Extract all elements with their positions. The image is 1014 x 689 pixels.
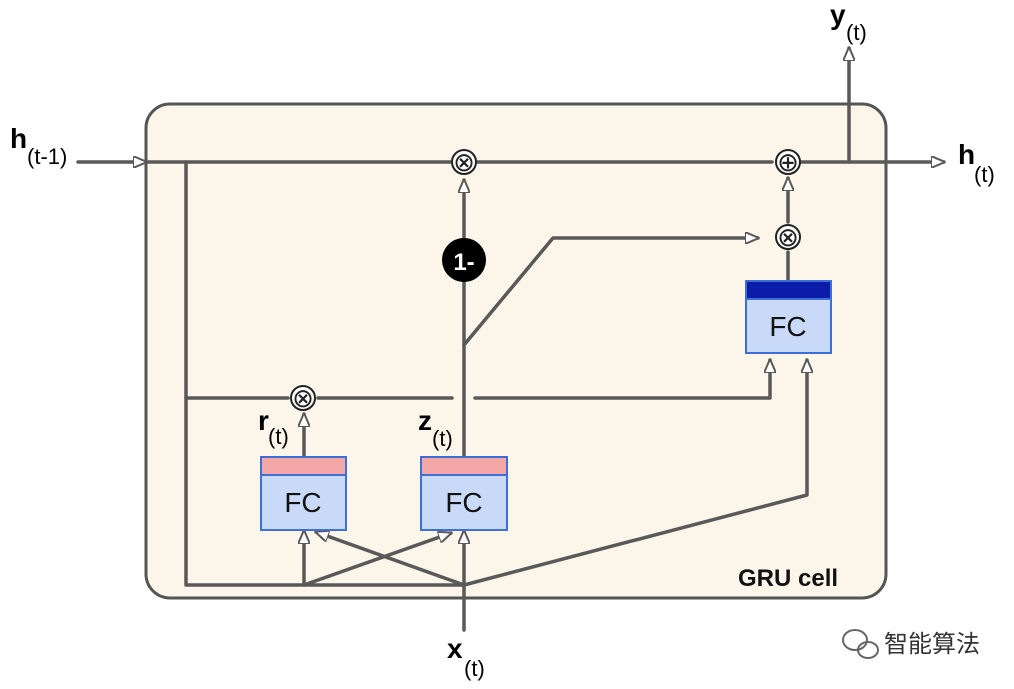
h-out-base: h <box>958 139 975 170</box>
x-in-label: x (t) <box>447 633 485 681</box>
one-minus-label: 1- <box>453 249 474 276</box>
x-to-candidate-fc <box>462 358 807 587</box>
y-out-sub: (t) <box>846 20 867 45</box>
add-icon: ⊕ <box>777 148 799 178</box>
z-gate-base: z <box>418 405 432 436</box>
z-gate-sub: (t) <box>432 426 453 451</box>
h-prev-base: h <box>10 123 27 154</box>
one-minus-node: 1- <box>442 238 486 282</box>
h-out-label: h (t) <box>958 139 995 187</box>
y-out-label: y (t) <box>830 0 867 45</box>
multiply-icon: ⊗ <box>292 384 314 414</box>
z-to-candidate-mult <box>462 238 760 347</box>
multiply-icon: ⊗ <box>777 223 799 253</box>
x-in-base: x <box>447 633 463 664</box>
h-prev-label: h (t-1) <box>10 123 67 169</box>
reset-gate-fc: FC <box>260 456 347 531</box>
h-prev-branch <box>184 160 306 587</box>
watermark-text: 智能算法 <box>884 630 980 658</box>
h-out-sub: (t) <box>974 162 995 187</box>
r-gate-base: r <box>258 405 269 436</box>
r-gate-label: r (t) <box>258 405 289 449</box>
watermark: 智能算法 <box>842 629 980 659</box>
multiply-reset-op: ⊗ <box>290 384 316 414</box>
candidate-fc: FC <box>745 280 832 354</box>
x-cross-to-reset-fc <box>316 532 466 587</box>
r-gate-sub: (t) <box>268 424 289 449</box>
add-op: ⊕ <box>775 148 801 178</box>
multiply-icon: ⊗ <box>453 148 475 178</box>
x-in-sub: (t) <box>464 656 485 681</box>
update-gate-fc: FC <box>420 456 508 531</box>
cell-title: GRU cell <box>738 565 838 592</box>
h-prev-sub: (t-1) <box>27 144 67 169</box>
h-prev-to-update-fc <box>302 533 451 587</box>
multiply-candidate-op: ⊗ <box>775 223 801 253</box>
multiply-top-op: ⊗ <box>451 148 477 178</box>
y-out-base: y <box>830 0 846 30</box>
fc-label: FC <box>284 487 321 518</box>
reset-mult-to-candidate <box>473 358 770 400</box>
fc-label: FC <box>769 311 806 342</box>
fc-label: FC <box>445 487 482 518</box>
wechat-icon <box>842 629 879 659</box>
z-gate-label: z (t) <box>418 405 453 451</box>
